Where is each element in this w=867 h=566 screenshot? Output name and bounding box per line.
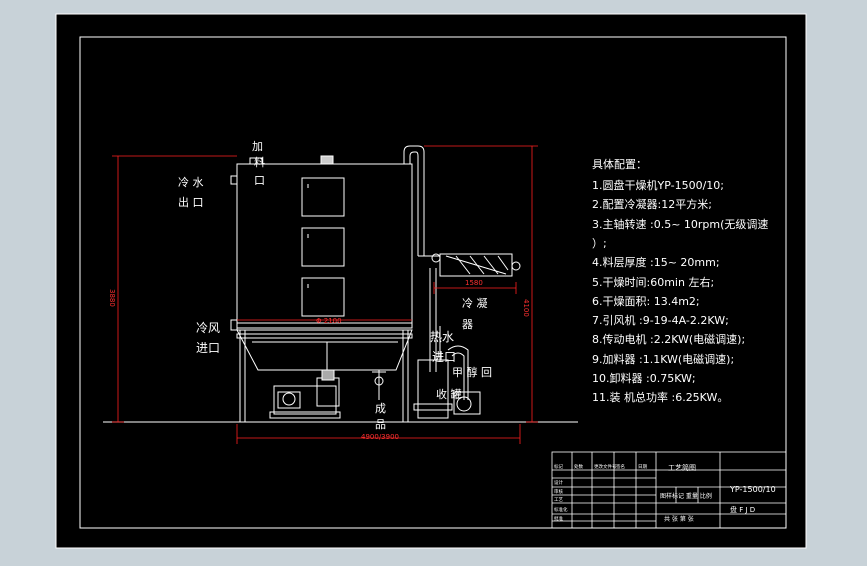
title-block-row-2: 图样标记 重量 比例 bbox=[660, 492, 712, 500]
title-block-small-10: 批准 bbox=[554, 515, 563, 522]
label-finished-1: 成 bbox=[375, 402, 386, 415]
title-block-small-4: 签名 bbox=[616, 463, 625, 470]
spec-item: 8.传动电机 :2.2KW(电磁调速); bbox=[592, 332, 745, 346]
label-cold-water-out-2: 出 口 bbox=[178, 195, 204, 209]
label-condenser-1: 冷 凝 bbox=[462, 296, 488, 310]
label-cold-air-in-1: 冷风 bbox=[196, 321, 220, 335]
spec-item: 3.主轴转速 :0.5~ 10rpm(无级调速 bbox=[592, 217, 768, 231]
label-hot-water-in-1: 热水 bbox=[430, 330, 454, 344]
dim-inner-width: Φ 2100 bbox=[316, 317, 342, 325]
title-block-text: 工艺简图 YP-1500/10 图样标记 重量 比例 共 张 第 张 盘 F J… bbox=[554, 463, 776, 523]
title-block-small-6: 设计 bbox=[554, 479, 563, 486]
title-block-small-1: 标记 bbox=[554, 463, 563, 470]
label-cold-air-in-2: 进口 bbox=[196, 341, 220, 355]
label-hot-water-in-2: 进口 bbox=[432, 350, 456, 364]
spec-item: 5.干燥时间:60min 左右; bbox=[592, 275, 714, 289]
title-block-model: YP-1500/10 bbox=[729, 485, 776, 494]
dim-height-right: 4100 bbox=[522, 299, 530, 317]
dimension-lines bbox=[112, 145, 538, 444]
spec-item: 10.卸料器 :0.75KW; bbox=[592, 371, 696, 385]
title-block bbox=[551, 451, 787, 529]
title-block-name: 工艺简图 bbox=[668, 463, 696, 472]
spec-item: 7.引风机 :9-19-4A-2.2KW; bbox=[592, 313, 729, 327]
label-condenser-2: 器 bbox=[462, 318, 473, 331]
dim-overall-width: 4900/3900 bbox=[361, 433, 399, 441]
title-block-small-8: 工艺 bbox=[554, 497, 563, 503]
equipment-labels: 加 料 口 冷 水 出 口 冷风 进口 热水 进口 冷 凝 器 甲 醇 回 收 … bbox=[178, 140, 492, 431]
title-block-small-7: 审核 bbox=[554, 488, 563, 495]
spec-title: 具体配置： bbox=[592, 157, 647, 171]
dim-condenser-length: 1580 bbox=[465, 279, 483, 287]
sheet-outer-border bbox=[55, 13, 807, 549]
label-feed-1: 加 bbox=[252, 140, 263, 153]
title-block-small-5: 日期 bbox=[638, 464, 647, 470]
label-feed-2: 料 bbox=[254, 155, 265, 169]
spec-item: 4.料层厚度 :15~ 20mm; bbox=[592, 255, 720, 269]
spec-item: 6.干燥面积: 13.4m2; bbox=[592, 295, 700, 308]
spec-item: 2.配置冷凝器:12平方米; bbox=[592, 197, 712, 211]
title-block-small-3: 更改文件号 bbox=[594, 463, 617, 470]
title-block-small-2: 处数 bbox=[574, 463, 583, 470]
condenser-assembly bbox=[403, 145, 521, 419]
label-methanol-2: 收 罐 bbox=[436, 387, 462, 401]
sheet-inner-frame bbox=[79, 36, 787, 529]
title-block-small-9: 标准化 bbox=[554, 506, 568, 513]
label-methanol-1: 甲 醇 回 bbox=[452, 365, 492, 379]
title-block-row-3: 共 张 第 张 bbox=[664, 515, 694, 523]
dim-height-left: 3880 bbox=[108, 289, 116, 307]
title-block-row-4: 盘 F J D bbox=[730, 505, 755, 514]
spec-item: 1.圆盘干燥机YP-1500/10; bbox=[592, 178, 724, 192]
label-feed-3: 口 bbox=[254, 174, 265, 187]
label-finished-2: 品 bbox=[375, 418, 386, 431]
dryer-tower bbox=[230, 155, 413, 422]
spec-list: 具体配置： 1.圆盘干燥机YP-1500/10; 2.配置冷凝器:12平方米; 3.… bbox=[592, 157, 768, 404]
spec-item: 9.加料器 :1.1KW(电磁调速); bbox=[592, 352, 734, 366]
label-cold-water-out-1: 冷 水 bbox=[178, 176, 204, 189]
spec-item: 11.装 机总功率 :6.25KW。 bbox=[592, 390, 728, 404]
spec-item: ）; bbox=[592, 237, 607, 250]
